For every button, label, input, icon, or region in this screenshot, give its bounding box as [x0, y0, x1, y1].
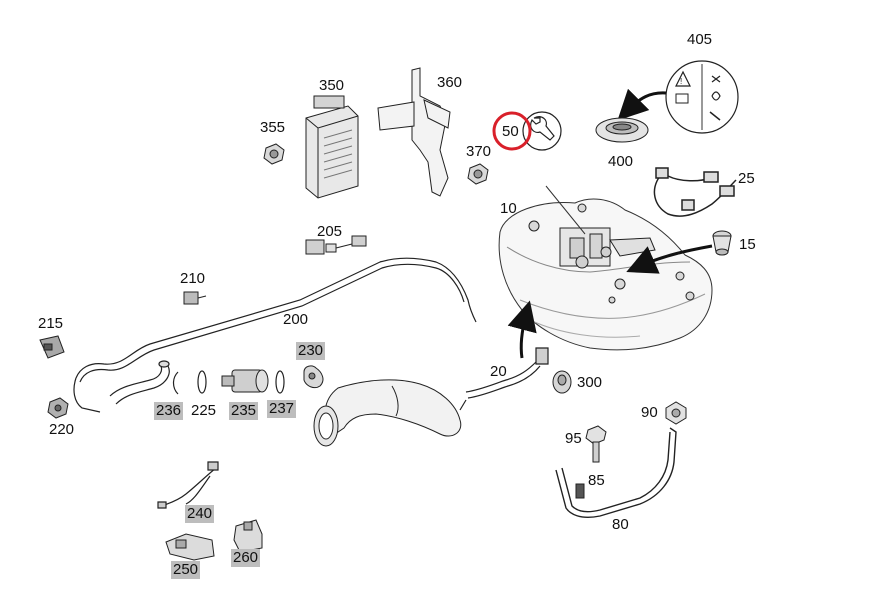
connector-250-part[interactable] [166, 534, 214, 560]
valve-235-part[interactable] [222, 370, 268, 392]
callout-360[interactable]: 360 [437, 74, 463, 91]
callout-95[interactable]: 95 [565, 430, 582, 447]
cap-300-part[interactable] [553, 371, 571, 393]
callout-260[interactable]: 260 [231, 549, 261, 567]
nut-355-part[interactable] [264, 144, 284, 164]
clamp-230-part[interactable] [304, 366, 323, 388]
callout-240[interactable]: 240 [185, 505, 215, 523]
callout-205[interactable]: 205 [317, 223, 343, 240]
nut-220-part[interactable] [48, 398, 68, 418]
valve-15-part[interactable] [713, 231, 731, 255]
callout-220[interactable]: 220 [49, 421, 75, 438]
callout-25[interactable]: 25 [738, 170, 755, 187]
leader-arrow-15 [626, 244, 713, 274]
callout-20[interactable]: 20 [490, 363, 507, 380]
clamp-225-part[interactable] [174, 371, 207, 394]
clip-85-part[interactable] [576, 484, 584, 498]
bracket-360-part[interactable] [378, 68, 450, 196]
fuel-lines-200-part[interactable] [74, 258, 476, 412]
leader-10 [545, 185, 586, 235]
highlight-circle-50 [492, 111, 532, 151]
callout-235[interactable]: 235 [229, 402, 259, 420]
callout-400[interactable]: 400 [608, 153, 634, 170]
callout-80[interactable]: 80 [612, 516, 629, 533]
nut-90-part[interactable] [666, 402, 686, 424]
leader-arrow-20 [507, 300, 537, 359]
callout-355[interactable]: 355 [260, 119, 286, 136]
connector-260-part[interactable] [234, 520, 262, 552]
fuel-tank-part[interactable] [499, 199, 712, 350]
callout-300[interactable]: 300 [577, 374, 603, 391]
callout-350[interactable]: 350 [319, 77, 345, 94]
callout-225[interactable]: 225 [191, 402, 217, 419]
filler-cap-label-part[interactable]: ! [666, 61, 738, 133]
callout-10[interactable]: 10 [500, 200, 517, 217]
control-unit-part[interactable] [306, 96, 358, 198]
callout-370[interactable]: 370 [466, 143, 492, 160]
callout-405[interactable]: 405 [687, 31, 713, 48]
harness-25-part[interactable] [654, 168, 736, 216]
callout-50[interactable]: 50 [502, 123, 519, 140]
callout-210[interactable]: 210 [180, 270, 206, 287]
connector-205-part[interactable] [306, 236, 366, 254]
hose-236-part[interactable] [110, 361, 169, 404]
clip-210-part[interactable] [184, 292, 206, 304]
bolt-95-part[interactable] [586, 426, 606, 462]
tool-symbol-part[interactable] [523, 112, 561, 150]
callout-200[interactable]: 200 [283, 311, 309, 328]
harness-240-part[interactable] [158, 462, 218, 508]
callout-230[interactable]: 230 [296, 342, 326, 360]
callout-215[interactable]: 215 [38, 315, 64, 332]
line-20-part[interactable] [460, 348, 548, 410]
callout-237[interactable]: 237 [267, 400, 297, 418]
filler-pipe-part[interactable] [314, 380, 461, 446]
nut-370-part[interactable] [468, 164, 488, 184]
callout-15[interactable]: 15 [739, 236, 756, 253]
strap-80-part[interactable] [556, 428, 676, 517]
ring-237-part[interactable] [276, 371, 284, 393]
callout-90[interactable]: 90 [641, 404, 658, 421]
callout-236[interactable]: 236 [154, 402, 184, 420]
callout-85[interactable]: 85 [588, 472, 605, 489]
svg-text:!: ! [680, 77, 682, 86]
connector-215-part[interactable] [40, 336, 64, 358]
callout-250[interactable]: 250 [171, 561, 201, 579]
filler-ring-part[interactable] [596, 118, 648, 142]
leader-arrow-405 [617, 88, 667, 121]
